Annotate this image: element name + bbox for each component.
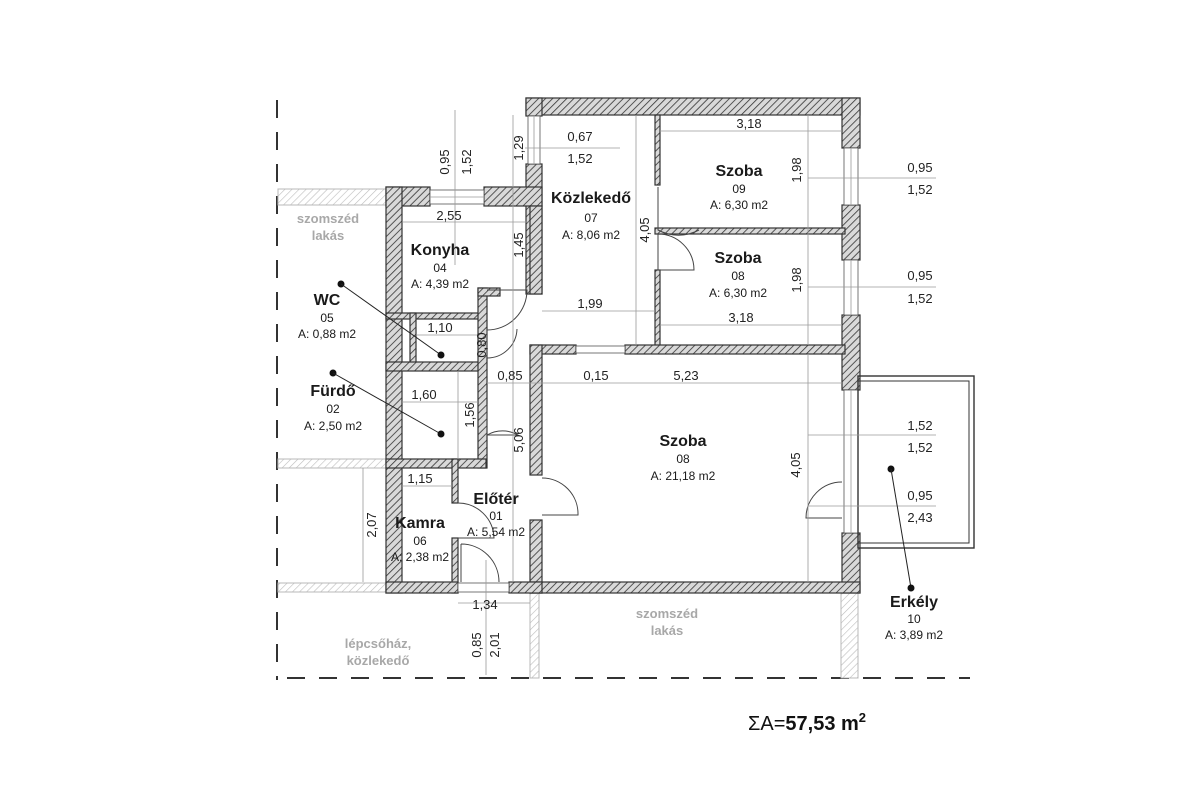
- dimension-labels: 0,67 1,52 2,55 3,18 0,95 1,52 0,95 1,52 …: [407, 116, 932, 612]
- svg-text:A: 6,30 m2: A: 6,30 m2: [710, 198, 768, 212]
- svg-text:4,05: 4,05: [637, 217, 652, 242]
- svg-text:WC: WC: [314, 292, 341, 309]
- svg-text:2,07: 2,07: [364, 512, 379, 537]
- svg-text:1,52: 1,52: [907, 291, 932, 306]
- leaders: [329, 280, 915, 592]
- dimension-lines: [362, 110, 936, 675]
- neighbor-label-bottom: szomszéd lakás: [636, 606, 698, 638]
- svg-text:5,23: 5,23: [673, 368, 698, 383]
- svg-text:A: 0,88 m2: A: 0,88 m2: [298, 327, 356, 341]
- svg-text:lépcsőház,: lépcsőház,: [345, 636, 411, 651]
- doors: [457, 187, 843, 583]
- room-label-konyha: Konyha 04 A: 4,39 m2: [411, 242, 470, 291]
- svg-text:0,95: 0,95: [907, 160, 932, 175]
- svg-text:A: 6,30 m2: A: 6,30 m2: [709, 286, 767, 300]
- svg-text:A: 2,38 m2: A: 2,38 m2: [391, 550, 449, 564]
- svg-text:1,52: 1,52: [907, 182, 932, 197]
- svg-text:01: 01: [489, 509, 503, 523]
- svg-text:1,15: 1,15: [407, 471, 432, 486]
- neighbor-wall: [277, 458, 387, 469]
- svg-text:1,45: 1,45: [511, 232, 526, 257]
- svg-text:0,95: 0,95: [907, 488, 932, 503]
- svg-text:0,67: 0,67: [567, 129, 592, 144]
- room-label-szoba-08-small: Szoba 08 A: 6,30 m2: [709, 250, 767, 300]
- svg-text:Erkély: Erkély: [890, 594, 938, 611]
- svg-text:3,18: 3,18: [736, 116, 761, 131]
- svg-text:szomszéd: szomszéd: [636, 606, 698, 621]
- walls: [385, 97, 861, 594]
- svg-text:1,56: 1,56: [462, 402, 477, 427]
- svg-text:lakás: lakás: [651, 623, 684, 638]
- svg-text:07: 07: [584, 211, 598, 225]
- svg-text:2,01: 2,01: [487, 632, 502, 657]
- room-label-eloter: Előtér 01 A: 5,54 m2: [467, 491, 525, 539]
- svg-text:Szoba: Szoba: [659, 433, 706, 450]
- svg-text:1,10: 1,10: [427, 320, 452, 335]
- svg-text:A: 5,54 m2: A: 5,54 m2: [467, 525, 525, 539]
- svg-text:0,80: 0,80: [474, 332, 489, 357]
- room-label-furdo: Fürdő 02 A: 2,50 m2: [304, 383, 362, 433]
- svg-text:1,52: 1,52: [907, 418, 932, 433]
- svg-text:Szoba: Szoba: [715, 163, 762, 180]
- svg-text:0,85: 0,85: [469, 632, 484, 657]
- svg-text:2,55: 2,55: [436, 208, 461, 223]
- svg-text:1,98: 1,98: [789, 267, 804, 292]
- svg-text:Fürdő: Fürdő: [310, 383, 356, 400]
- svg-text:10: 10: [907, 612, 921, 626]
- neighbor-wall: [529, 590, 540, 679]
- svg-text:közlekedő: közlekedő: [347, 653, 410, 668]
- svg-text:1,98: 1,98: [789, 157, 804, 182]
- svg-text:Kamra: Kamra: [395, 515, 445, 532]
- windows: [429, 115, 859, 593]
- svg-text:0,95: 0,95: [907, 268, 932, 283]
- room-label-szoba-09: Szoba 09 A: 6,30 m2: [710, 163, 768, 212]
- room-label-szoba-08-large: Szoba 08 A: 21,18 m2: [651, 433, 716, 483]
- svg-text:09: 09: [732, 182, 746, 196]
- svg-text:lakás: lakás: [312, 228, 345, 243]
- svg-text:0,15: 0,15: [583, 368, 608, 383]
- svg-text:1,29: 1,29: [511, 135, 526, 160]
- svg-text:A: 21,18 m2: A: 21,18 m2: [651, 469, 716, 483]
- door-swing: [657, 187, 700, 236]
- svg-text:1,52: 1,52: [907, 440, 932, 455]
- svg-text:08: 08: [676, 452, 690, 466]
- neighbor-wall: [840, 590, 859, 679]
- room-label-erkely: Erkély 10 A: 3,89 m2: [885, 594, 943, 642]
- svg-text:08: 08: [731, 269, 745, 283]
- neighbor-wall: [277, 188, 387, 206]
- dimension-labels-vertical: 0,95 1,52 1,29 1,45 1,98 4,05 1,98 0,80 …: [364, 135, 804, 657]
- svg-text:3,18: 3,18: [728, 310, 753, 325]
- svg-text:A: 2,50 m2: A: 2,50 m2: [304, 419, 362, 433]
- svg-text:Közlekedő: Közlekedő: [551, 190, 631, 207]
- svg-text:1,99: 1,99: [577, 296, 602, 311]
- svg-text:4,05: 4,05: [788, 452, 803, 477]
- svg-text:06: 06: [413, 534, 427, 548]
- svg-text:Előtér: Előtér: [473, 491, 518, 508]
- svg-text:1,60: 1,60: [411, 387, 436, 402]
- room-label-kozlekedo: Közlekedő 07 A: 8,06 m2: [551, 190, 631, 242]
- svg-text:A: 4,39 m2: A: 4,39 m2: [411, 277, 469, 291]
- svg-text:0,85: 0,85: [497, 368, 522, 383]
- svg-text:A: 3,89 m2: A: 3,89 m2: [885, 628, 943, 642]
- total-area: ΣA=57,53 m2: [748, 710, 866, 735]
- svg-text:2,43: 2,43: [907, 510, 932, 525]
- svg-text:5,06: 5,06: [511, 427, 526, 452]
- neighbor-wall: [277, 582, 387, 593]
- svg-text:Szoba: Szoba: [714, 250, 761, 267]
- svg-text:szomszéd: szomszéd: [297, 211, 359, 226]
- svg-text:1,52: 1,52: [459, 149, 474, 174]
- room-label-wc: WC 05 A: 0,88 m2: [298, 292, 356, 341]
- svg-text:0,95: 0,95: [437, 149, 452, 174]
- svg-text:A: 8,06 m2: A: 8,06 m2: [562, 228, 620, 242]
- neighbor-label-left: szomszéd lakás: [297, 211, 359, 243]
- neighbor-label-stair: lépcsőház, közlekedő: [345, 636, 411, 668]
- svg-text:02: 02: [326, 402, 340, 416]
- svg-text:04: 04: [433, 261, 447, 275]
- svg-text:1,34: 1,34: [472, 597, 497, 612]
- svg-text:05: 05: [320, 311, 334, 325]
- svg-text:1,52: 1,52: [567, 151, 592, 166]
- svg-text:Konyha: Konyha: [411, 242, 470, 259]
- room-label-kamra: Kamra 06 A: 2,38 m2: [391, 515, 449, 564]
